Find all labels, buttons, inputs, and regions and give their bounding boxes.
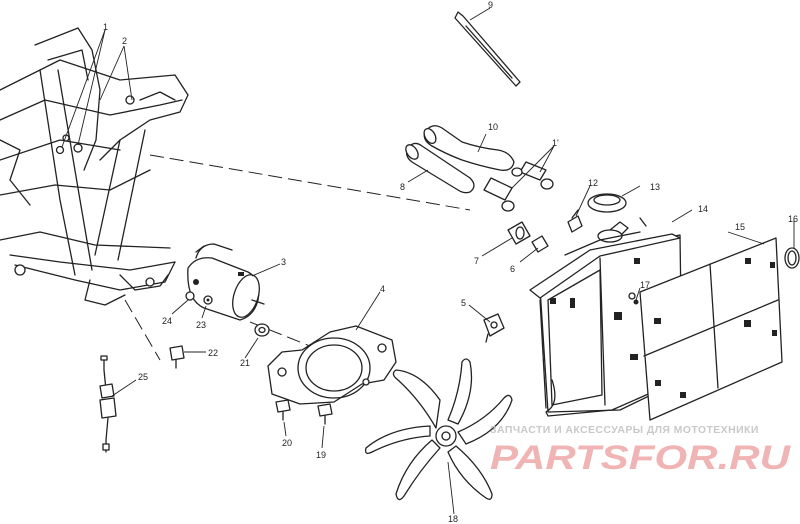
part-18-fan: [364, 358, 513, 501]
part-17-screw: [633, 299, 639, 305]
alignment-line-lower: [124, 299, 161, 361]
callout-15: 15: [735, 222, 745, 232]
part-20-screw: [275, 399, 291, 421]
part-9-rod: [454, 11, 521, 87]
part-23-nut: [203, 295, 213, 305]
callout-3: 3: [281, 257, 286, 267]
callout-4: 4: [380, 284, 385, 294]
callout-20: 20: [282, 438, 292, 448]
frame-assembly: [0, 27, 189, 306]
callout-25: 25: [138, 372, 148, 382]
callout-1-prime: 1': [552, 138, 559, 148]
callout-19: 19: [316, 450, 326, 460]
callout-16: 16: [788, 214, 798, 224]
callout-23: 23: [196, 320, 206, 330]
part-16-ring: [784, 247, 800, 269]
part-13-radiator-cap: [587, 193, 627, 213]
callout-5: 5: [461, 298, 466, 308]
callout-22: 22: [208, 348, 218, 358]
callout-18: 18: [448, 514, 458, 524]
callout-8: 8: [400, 182, 405, 192]
alignment-line-upper: [149, 154, 471, 211]
part-15-screen: [639, 237, 783, 421]
part-19-screw: [317, 403, 333, 425]
callout-9: 9: [488, 0, 493, 10]
callout-24: 24: [162, 316, 172, 326]
part-5-bracket: [483, 313, 505, 343]
part-6-fitting: [531, 235, 549, 253]
part-3-fan-motor: [187, 243, 265, 321]
part-4-shroud: [267, 325, 397, 405]
part-8-lower-hose: [405, 142, 475, 194]
callout-14: 14: [698, 204, 708, 214]
part-1prime-fittings: [483, 161, 554, 212]
part-22-bolt: [169, 345, 185, 369]
part-24-washer: [185, 291, 195, 301]
callout-2: 2: [122, 36, 127, 46]
part-25-wire-connector: [99, 355, 117, 453]
callout-17: 17: [640, 280, 650, 290]
callout-10: 10: [488, 122, 498, 132]
leader-lines: [61, 7, 795, 515]
callout-7: 7: [474, 256, 479, 266]
watermark-logo: PARTSFOR.RU: [490, 439, 792, 474]
callout-13: 13: [650, 182, 660, 192]
part-10-upper-hose: [423, 125, 515, 171]
watermark-logo-text: PARTSFOR.RU: [490, 439, 792, 474]
callout-21: 21: [240, 358, 250, 368]
part-21-spacer: [254, 323, 270, 337]
callout-labels: 1 2 3 4 5 6 7 8 9 10 1' 12 13 14 15 16 1…: [103, 0, 798, 524]
watermark-caption: ЗАПЧАСТИ И АКСЕССУАРЫ ДЛЯ МОТОТЕХНИКИ: [490, 424, 759, 436]
callout-1: 1: [103, 22, 108, 32]
callout-12: 12: [588, 178, 598, 188]
callout-6: 6: [510, 264, 515, 274]
part-12-clip: [567, 209, 583, 233]
part-7-hose-fitting: [507, 221, 531, 245]
